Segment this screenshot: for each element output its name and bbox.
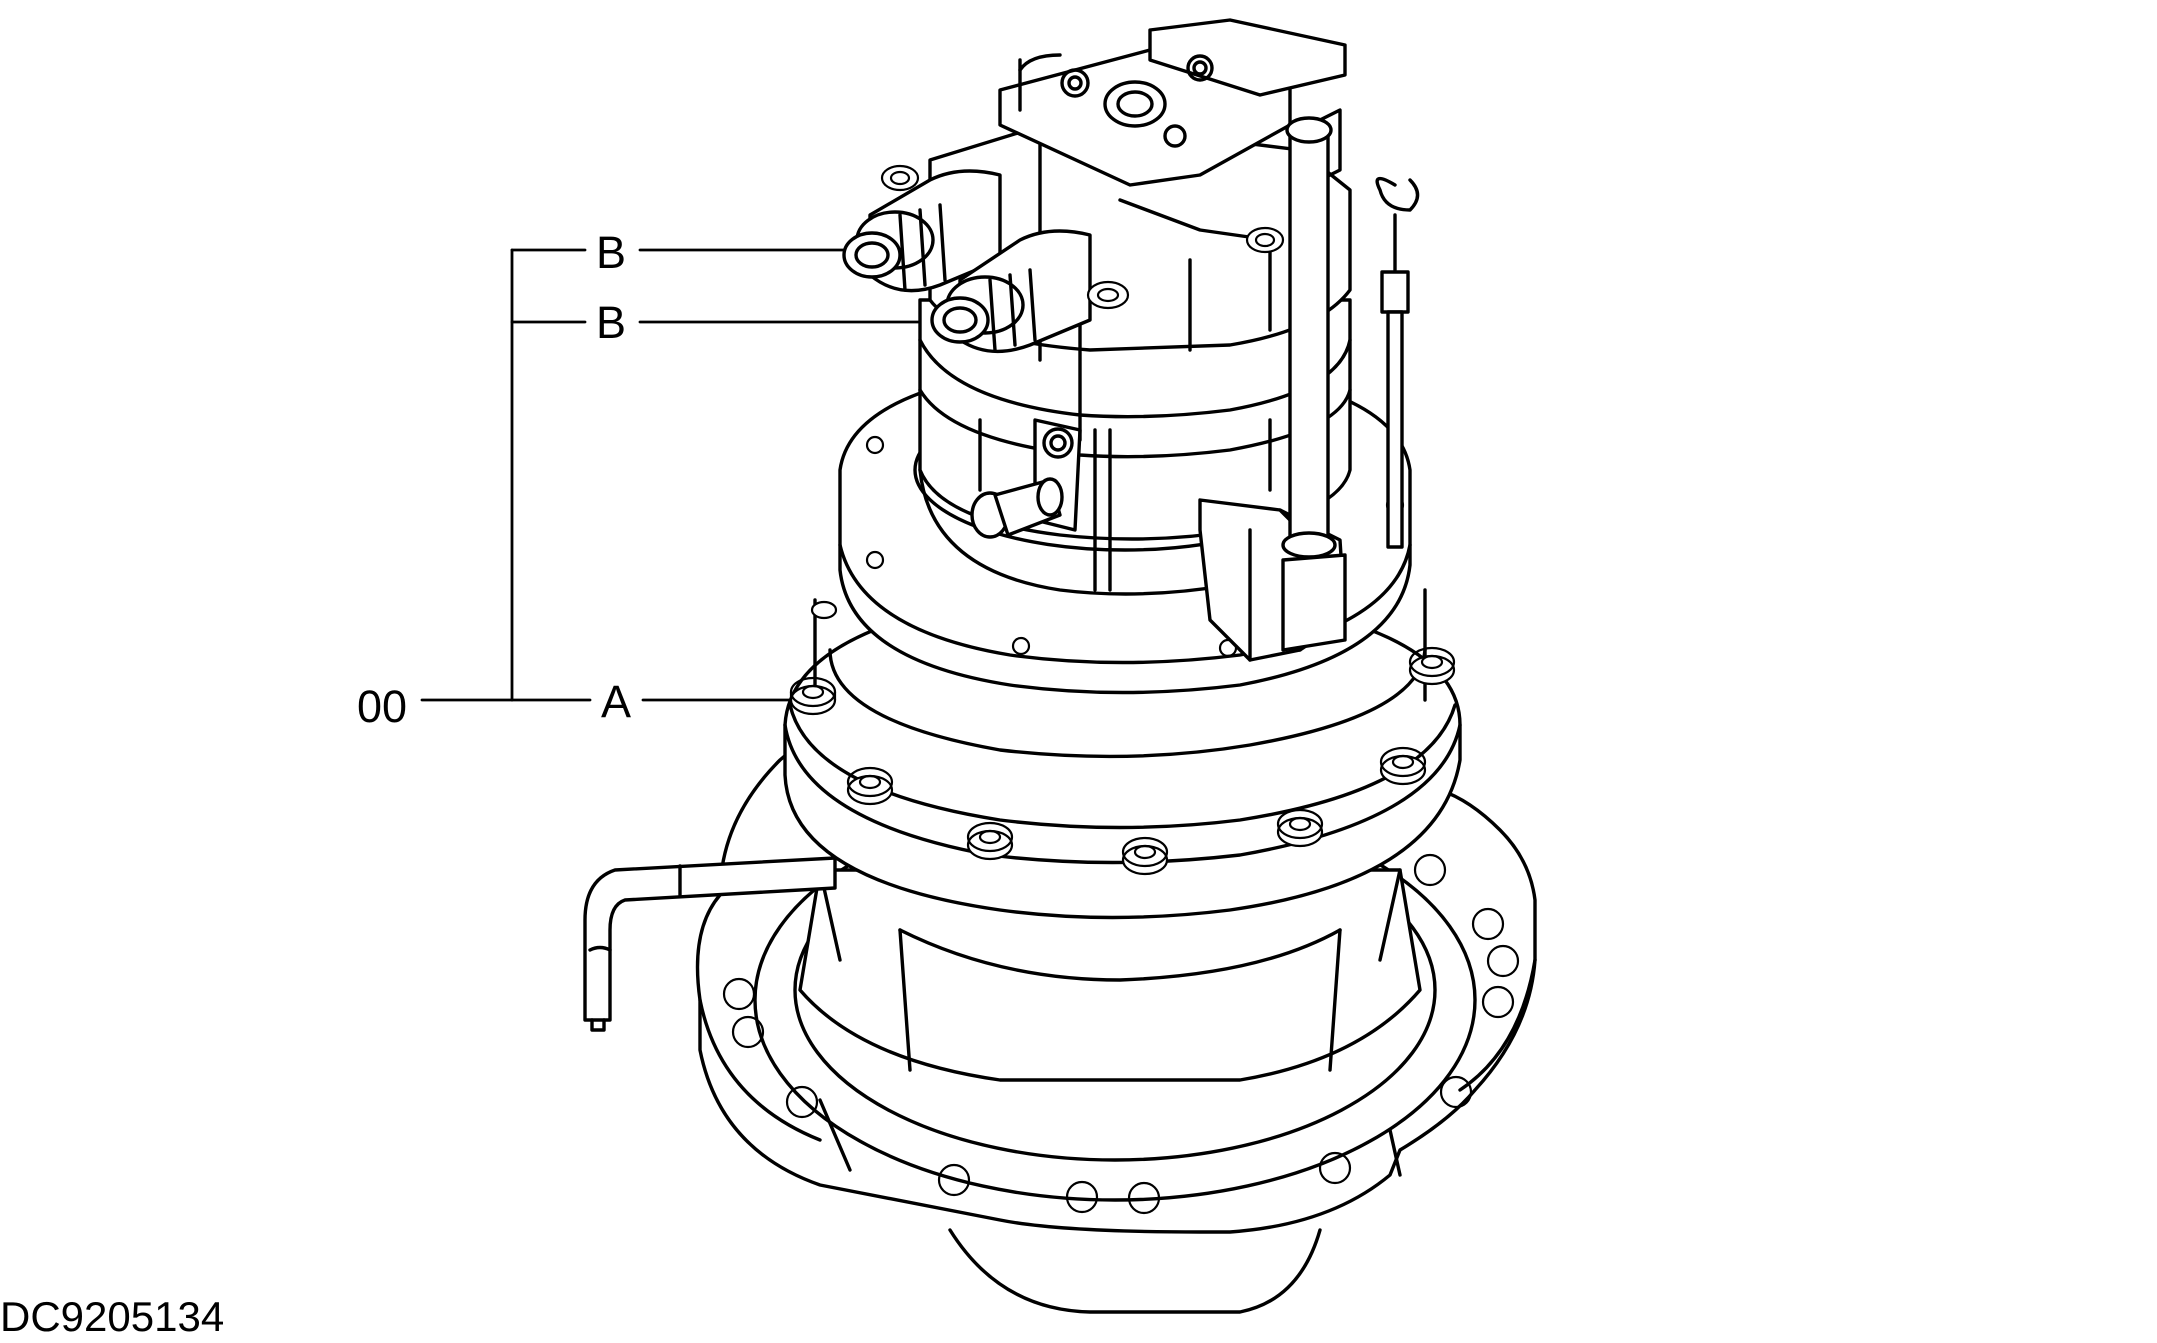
bolt-a <box>789 676 837 716</box>
callout-assembly-00: 00 <box>357 681 408 732</box>
housing-bolts <box>789 600 1456 876</box>
top-cover <box>998 18 1347 187</box>
port-b-lower <box>930 229 1092 354</box>
pinion-shaft <box>948 1228 1322 1314</box>
leader-lines <box>420 248 922 702</box>
callout-part-a: A <box>601 676 632 727</box>
drawing-id: DC9205134 <box>0 1293 225 1340</box>
reducer-housing <box>798 868 1422 1082</box>
indicator-pin <box>1375 176 1420 549</box>
callout-part-b-lower: B <box>596 297 627 348</box>
flange-holes <box>722 853 1520 1215</box>
guide-rod <box>1281 116 1347 652</box>
side-valve <box>970 418 1112 592</box>
callout-part-b-upper: B <box>596 227 627 278</box>
drain-pipe <box>583 856 837 1032</box>
port-b-upper <box>842 169 1002 293</box>
head-screws <box>880 164 1285 310</box>
